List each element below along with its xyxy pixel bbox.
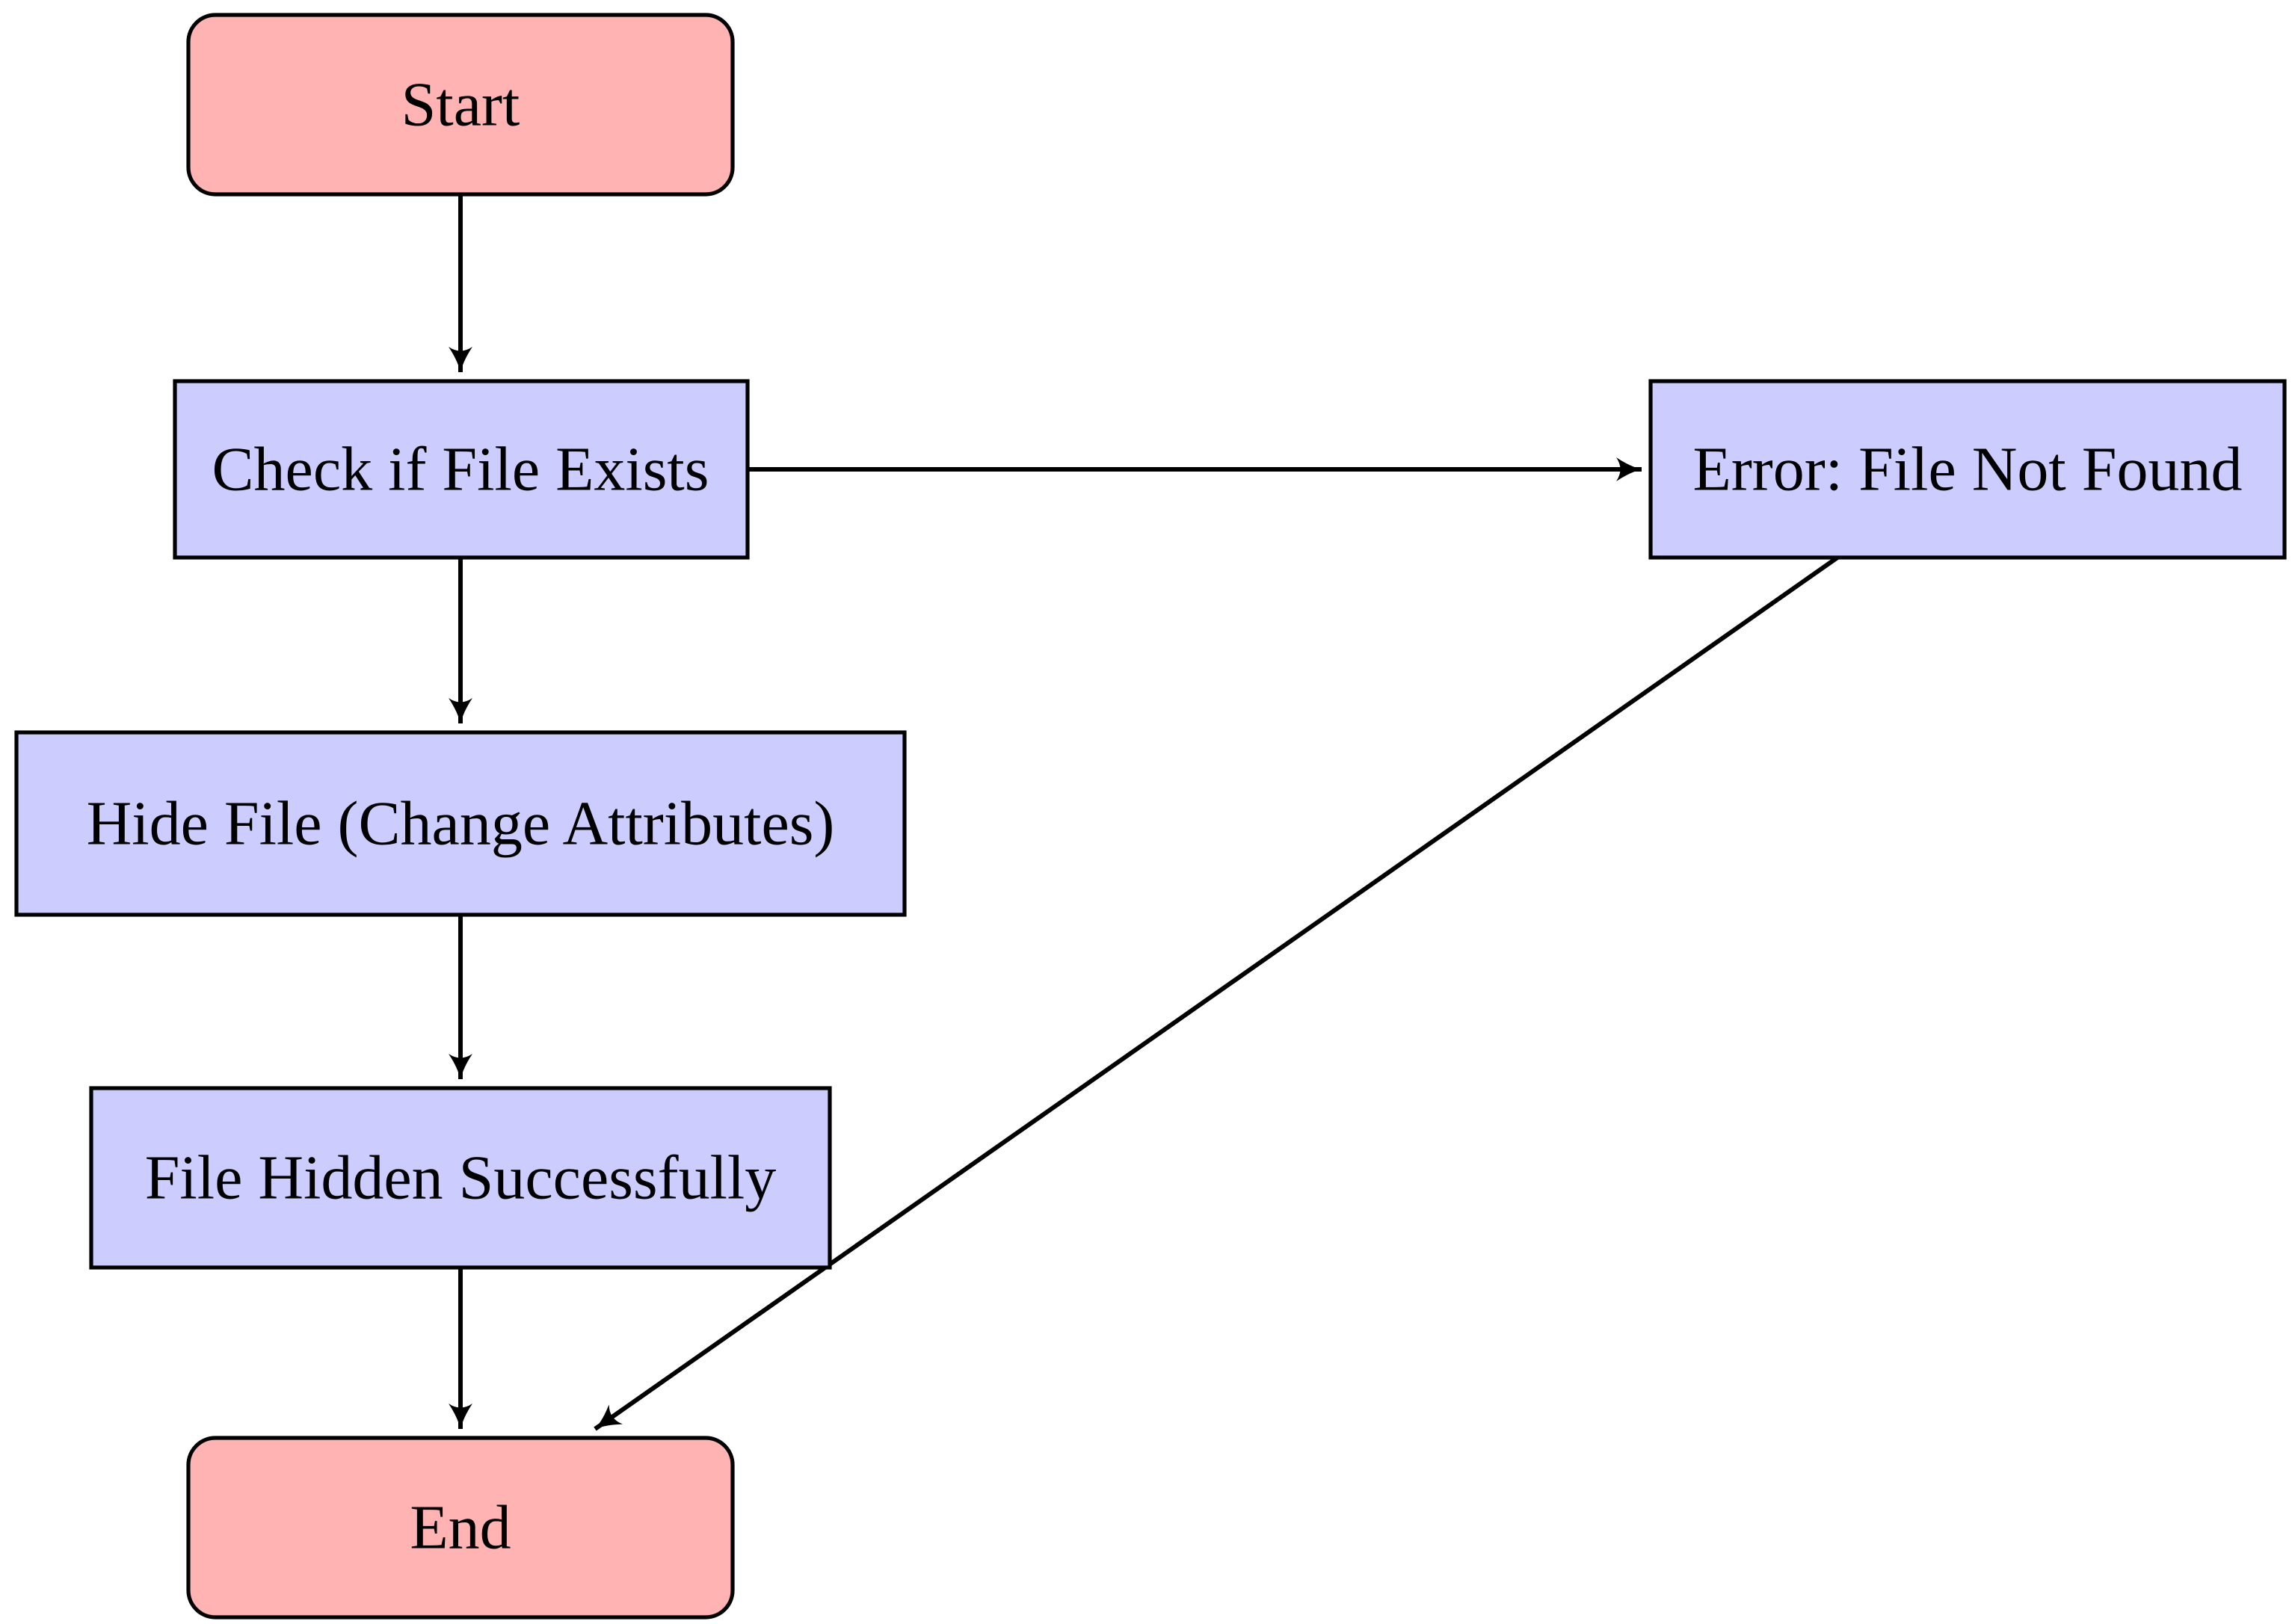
node-error-file-not-found-shape: [1648, 379, 2287, 560]
node-start-label: Start: [401, 70, 520, 140]
node-file-hidden: File Hidden Successfully: [89, 1086, 832, 1270]
node-end: End: [186, 1436, 735, 1620]
node-check-file-exists: Check if File Exists: [173, 379, 750, 560]
node-hide-file-shape: [14, 730, 907, 917]
node-check-file-exists-label: Check if File Exists: [212, 435, 709, 504]
node-hide-file: Hide File (Change Attributes): [14, 730, 907, 917]
node-error-file-not-found: Error: File Not Found: [1648, 379, 2287, 560]
node-check-file-exists-shape: [173, 379, 750, 560]
node-file-hidden-shape: [89, 1086, 832, 1270]
node-file-hidden-label: File Hidden Successfully: [145, 1143, 777, 1213]
edge-error-to-end: [594, 555, 1839, 1431]
node-end-shape: [186, 1436, 735, 1620]
node-hide-file-label: Hide File (Change Attributes): [87, 789, 835, 859]
node-start: Start: [186, 13, 735, 197]
node-end-label: End: [410, 1493, 511, 1563]
node-error-file-not-found-label: Error: File Not Found: [1693, 435, 2243, 504]
edges: [449, 194, 1839, 1431]
node-start-shape: [186, 13, 735, 197]
